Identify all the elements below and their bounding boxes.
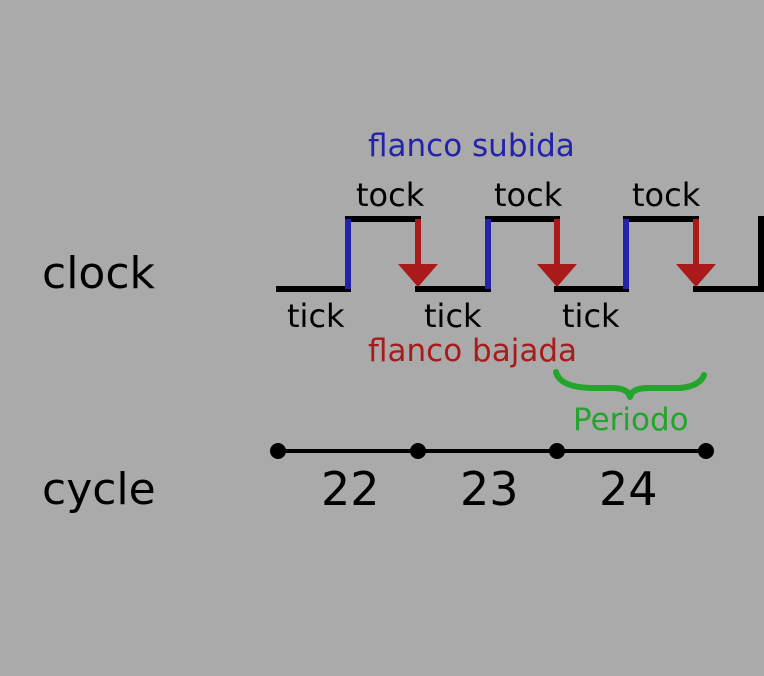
cycle-label: cycle (42, 464, 156, 515)
falling-edge-arrow (398, 219, 438, 287)
cycle-number: 24 (599, 462, 658, 516)
timeline-point (270, 443, 286, 459)
rising-edge-label: flanco subida (368, 128, 575, 164)
timeline-point (410, 443, 426, 459)
tock-label: tock (356, 176, 425, 214)
timeline-point (698, 443, 714, 459)
clock-label: clock (42, 248, 156, 299)
tick-label: tick (424, 297, 482, 335)
timeline-point (549, 443, 565, 459)
tick-label: tick (562, 297, 620, 335)
cycle-timeline (270, 443, 714, 459)
cycle-number: 23 (460, 462, 519, 516)
falling-edge-arrow (537, 219, 577, 287)
period-label: Periodo (573, 402, 689, 438)
tock-label: tock (494, 176, 563, 214)
tock-label: tock (632, 176, 701, 214)
rising-edges (345, 219, 629, 289)
falling-edges (398, 219, 716, 287)
clock-signal (276, 216, 764, 292)
cycle-number: 22 (321, 462, 380, 516)
tick-label: tick (287, 297, 345, 335)
falling-edge-label: flanco bajada (368, 333, 577, 369)
falling-edge-arrow (676, 219, 716, 287)
period-brace (553, 369, 707, 400)
